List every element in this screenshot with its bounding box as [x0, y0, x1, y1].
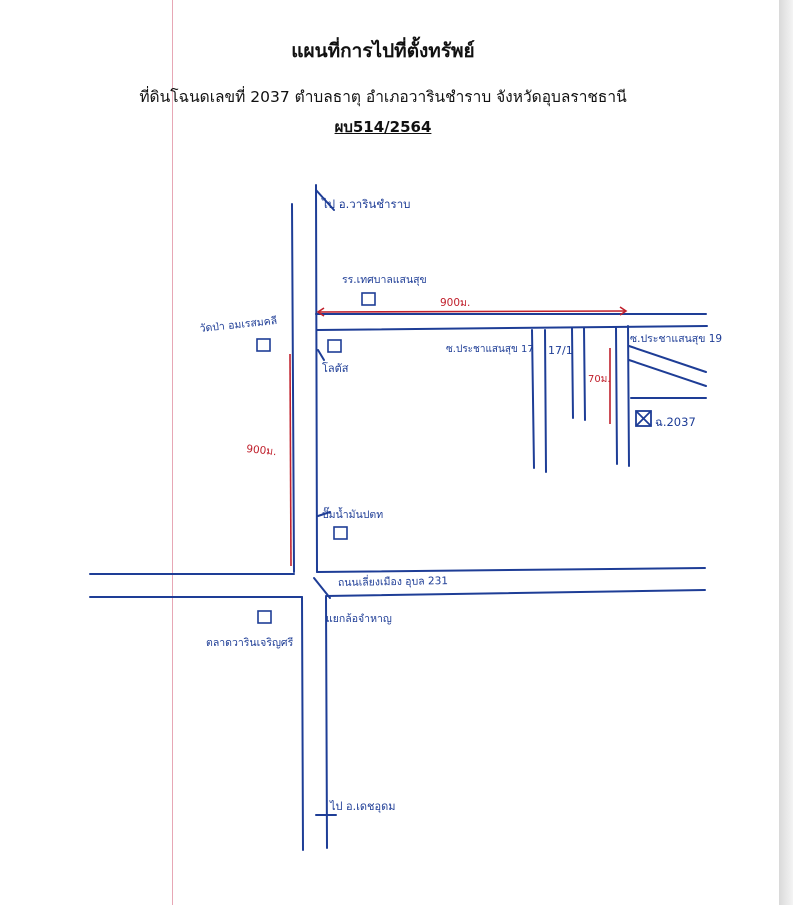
highway-north-edge-east — [316, 567, 706, 573]
soi-17-east-edge — [544, 329, 547, 473]
distance-line-top — [317, 310, 627, 313]
school-square-marker-icon — [361, 292, 376, 306]
lotus-square-marker-icon — [327, 339, 342, 353]
label-market: ตลาดวารินเจริญศรี — [206, 636, 294, 649]
label-highway: ถนนเลี่ยงเมือง อุบล 231 — [338, 573, 448, 589]
main-road-south-east-edge — [325, 596, 328, 849]
page-edge-shadow — [779, 0, 793, 905]
label-distance-top: 900ม. — [440, 297, 470, 309]
gas-station-square-marker-icon — [333, 526, 348, 540]
landmarks — [256, 292, 376, 624]
soi-17-1-east-edge — [583, 327, 586, 421]
arrow-lotus — [317, 349, 325, 361]
label-to-det-udom: ไป อ.เดชอุดม — [329, 800, 395, 813]
margin-rule — [172, 0, 173, 905]
arrow-gas-station — [317, 511, 331, 517]
label-property: ฉ.2037 — [655, 415, 696, 429]
label-lotus: โลตัส — [322, 361, 349, 375]
label-soi-17: ซ.ประชาแสนสุข 17 — [446, 344, 534, 355]
distance-arrow-top-right — [619, 306, 628, 316]
market-square-marker-icon — [257, 610, 272, 624]
page-subtitle: ที่ดินโฉนดเลขที่ 2037 ตำบลธาตุ อำเภอวาริ… — [139, 88, 627, 106]
highway-south-edge-east — [325, 589, 706, 597]
side-lane-1 — [628, 345, 707, 373]
label-soi-17-1: 17/1 — [548, 344, 573, 357]
arrow-intersection — [313, 577, 331, 599]
soi-17-1-west-edge — [571, 327, 574, 419]
distance-line-left — [289, 353, 292, 567]
document-number: ผบ514/2564 — [334, 118, 432, 136]
map-labels: ไป อ.วารินชำราบ รร.เทศบาลแสนสุข วัดป่า อ… — [199, 197, 722, 813]
label-soi-19: ซ.ประชาแสนสุข 19 — [630, 333, 722, 345]
label-temple: วัดป่า อมเรสมคลี — [199, 314, 278, 335]
soi-19-east-edge — [627, 325, 630, 467]
crossed-square-property-icon — [635, 410, 652, 427]
soi-19-west-edge — [615, 327, 618, 465]
label-to-warin: ไป อ.วารินชำราบ — [321, 197, 410, 211]
arrow-to-warin — [315, 189, 335, 211]
temple-square-marker-icon — [256, 338, 271, 352]
distance-markers — [289, 306, 628, 567]
label-school: รร.เทศบาลแสนสุข — [342, 274, 427, 286]
side-lane-2 — [628, 359, 707, 387]
branch-road-south-edge — [316, 325, 708, 331]
soi-17-west-edge — [531, 329, 535, 469]
distance-arrow-top-left — [316, 307, 325, 317]
main-road-north-west-edge — [291, 203, 295, 573]
label-gas-station: ปั๊มน้ำมันปตท — [322, 506, 383, 521]
main-road-north-east-edge — [315, 184, 318, 573]
main-road-south-west-edge — [301, 596, 304, 851]
page-title: แผนที่การไปที่ตั้งทรัพย์ — [291, 40, 475, 62]
label-distance-left: 900ม. — [246, 443, 277, 458]
label-distance-right: 70ม. — [588, 374, 611, 385]
road-network — [89, 184, 708, 851]
label-intersection: แยกล้อจำหาญ — [326, 613, 392, 625]
